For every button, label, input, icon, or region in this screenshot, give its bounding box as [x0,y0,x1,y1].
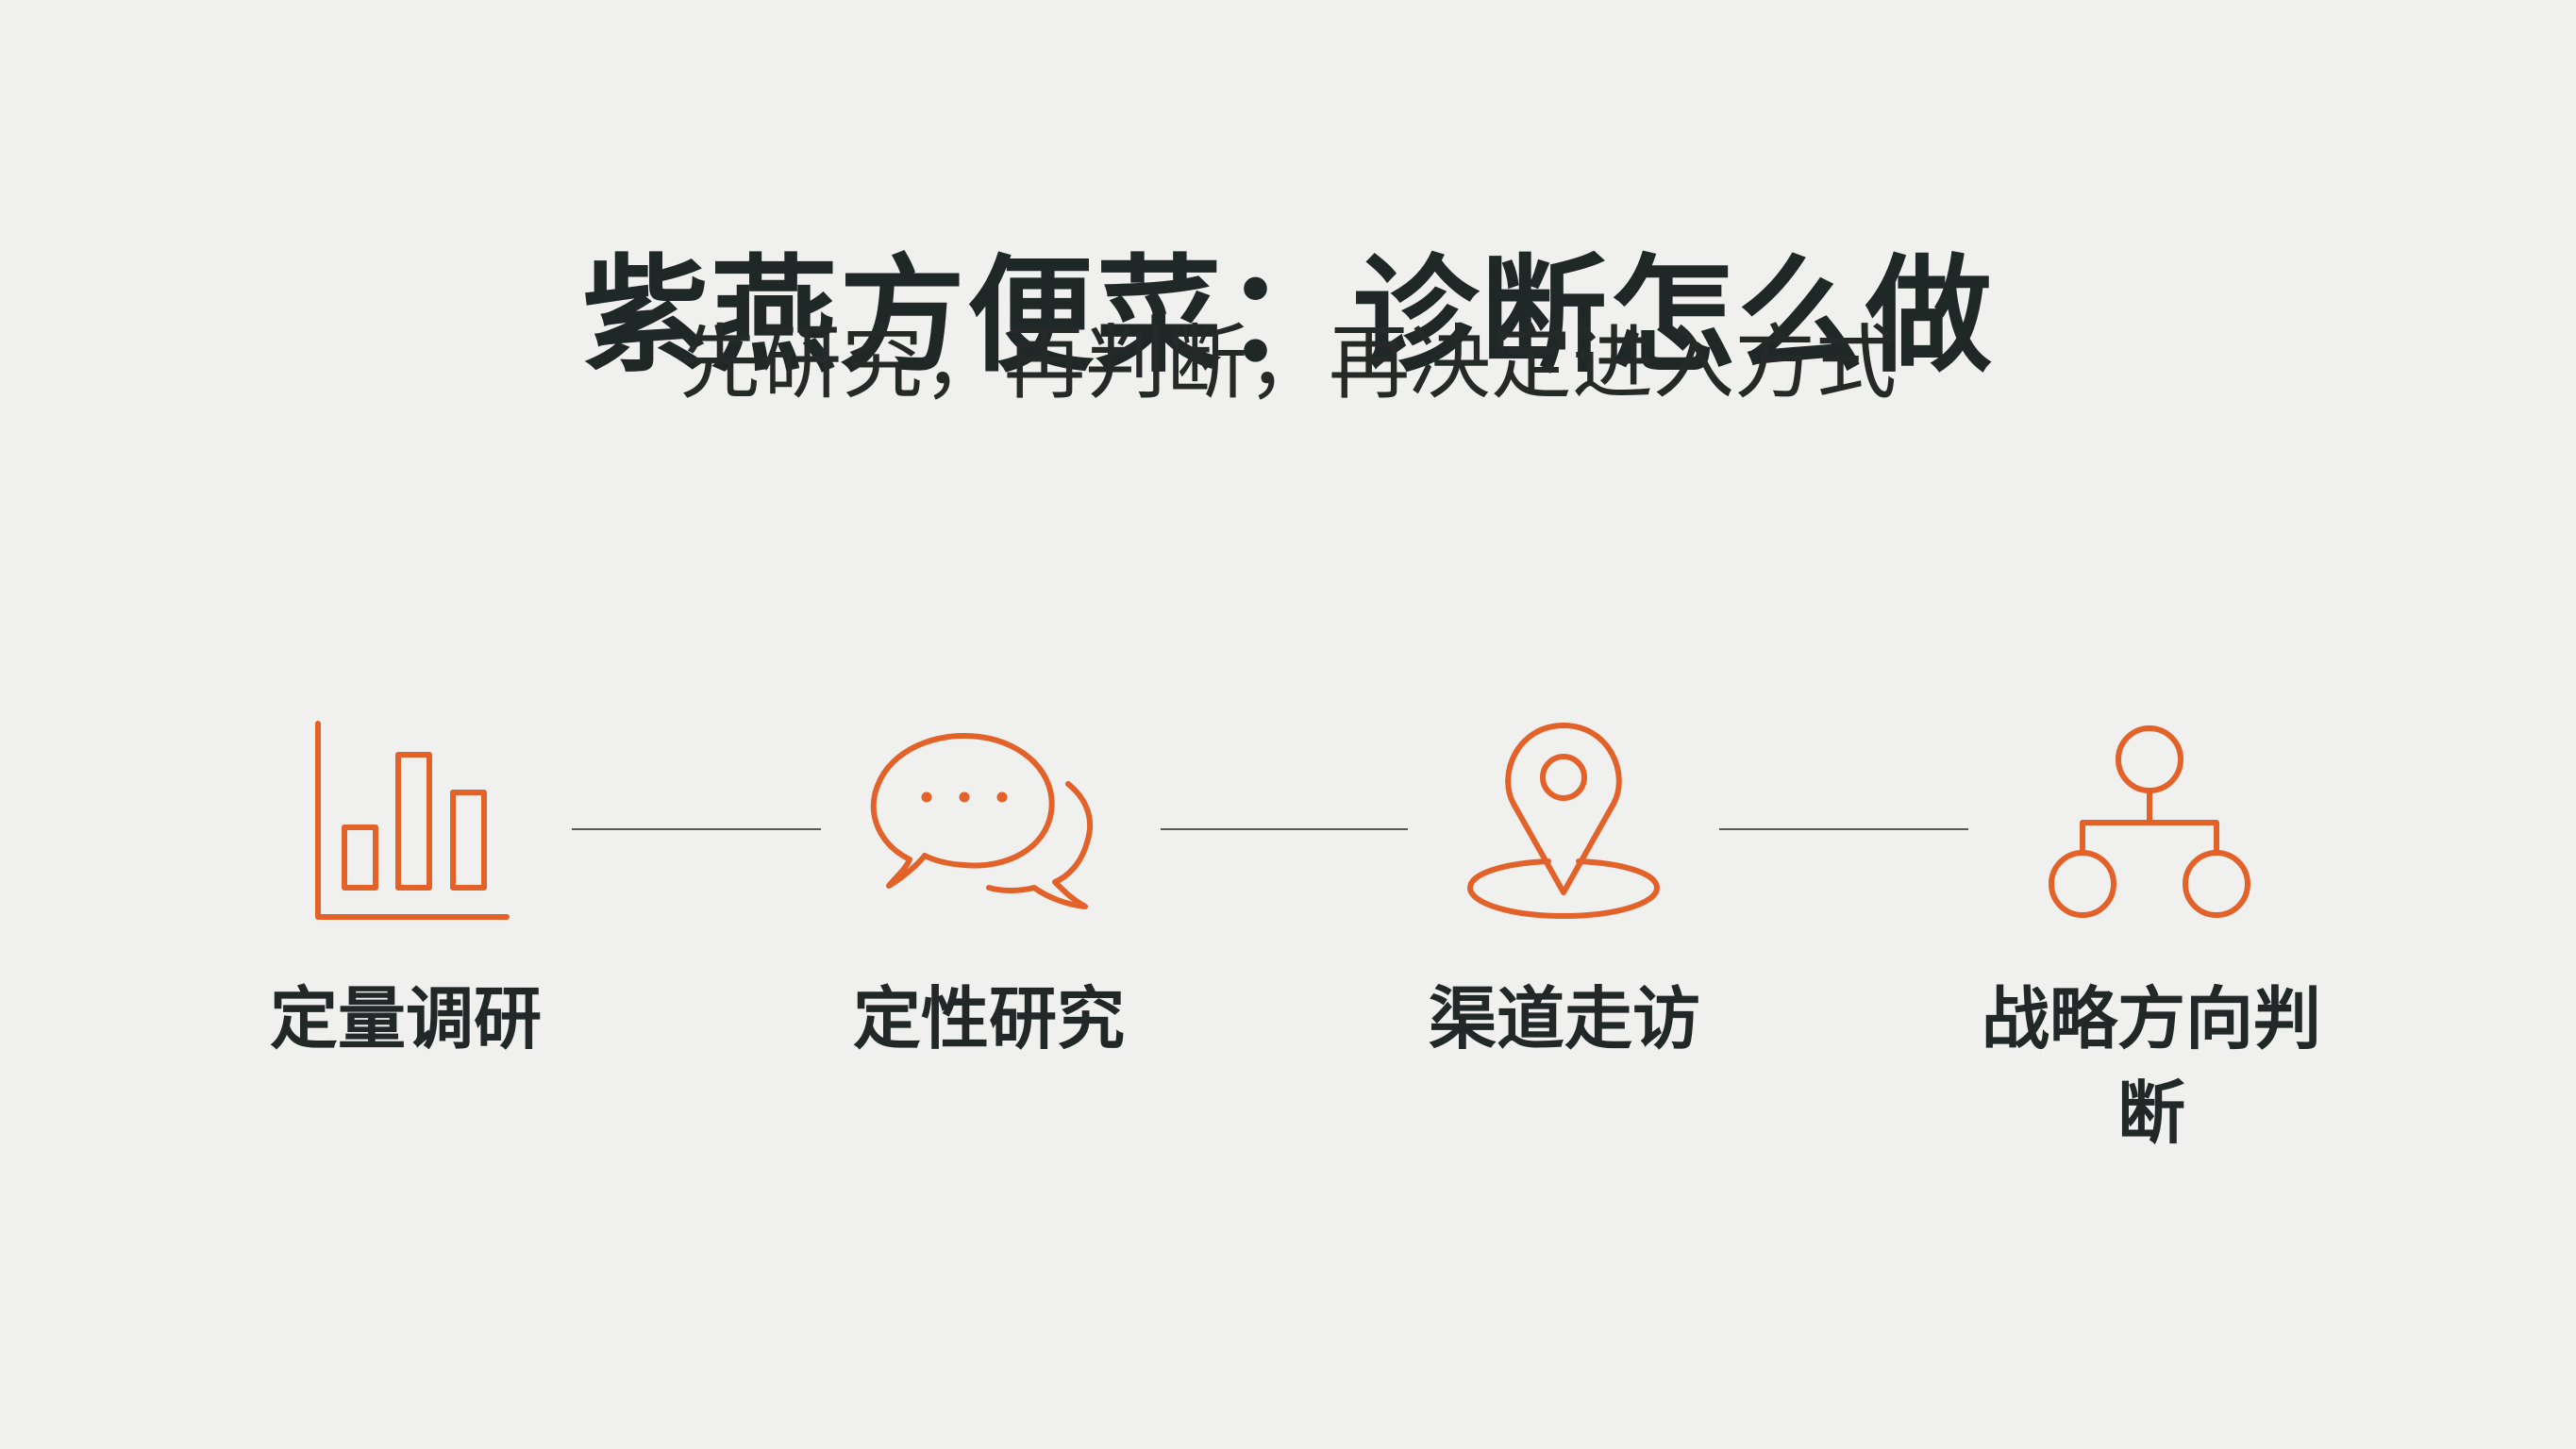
connector-line [1161,828,1408,830]
step-label-qualitative: 定性研究 [852,979,1125,1058]
step-label-channel-visit: 渠道走访 [1428,979,1700,1058]
step-label-strategy: 战略方向判断 [1981,979,2321,1153]
hierarchy-icon [2036,703,2263,929]
bar-chart-icon [293,703,519,929]
page-title: 紫燕方便菜：诊断怎么做 [581,242,1994,390]
location-pin-icon [1453,703,1680,929]
connector-line [1719,828,1968,830]
page-subtitle: 先研究，再判断，再决定进入方式 [679,316,1897,410]
connector-line [572,828,821,830]
step-label-quantitative: 定量调研 [269,979,542,1058]
chat-bubbles-icon [868,703,1095,929]
